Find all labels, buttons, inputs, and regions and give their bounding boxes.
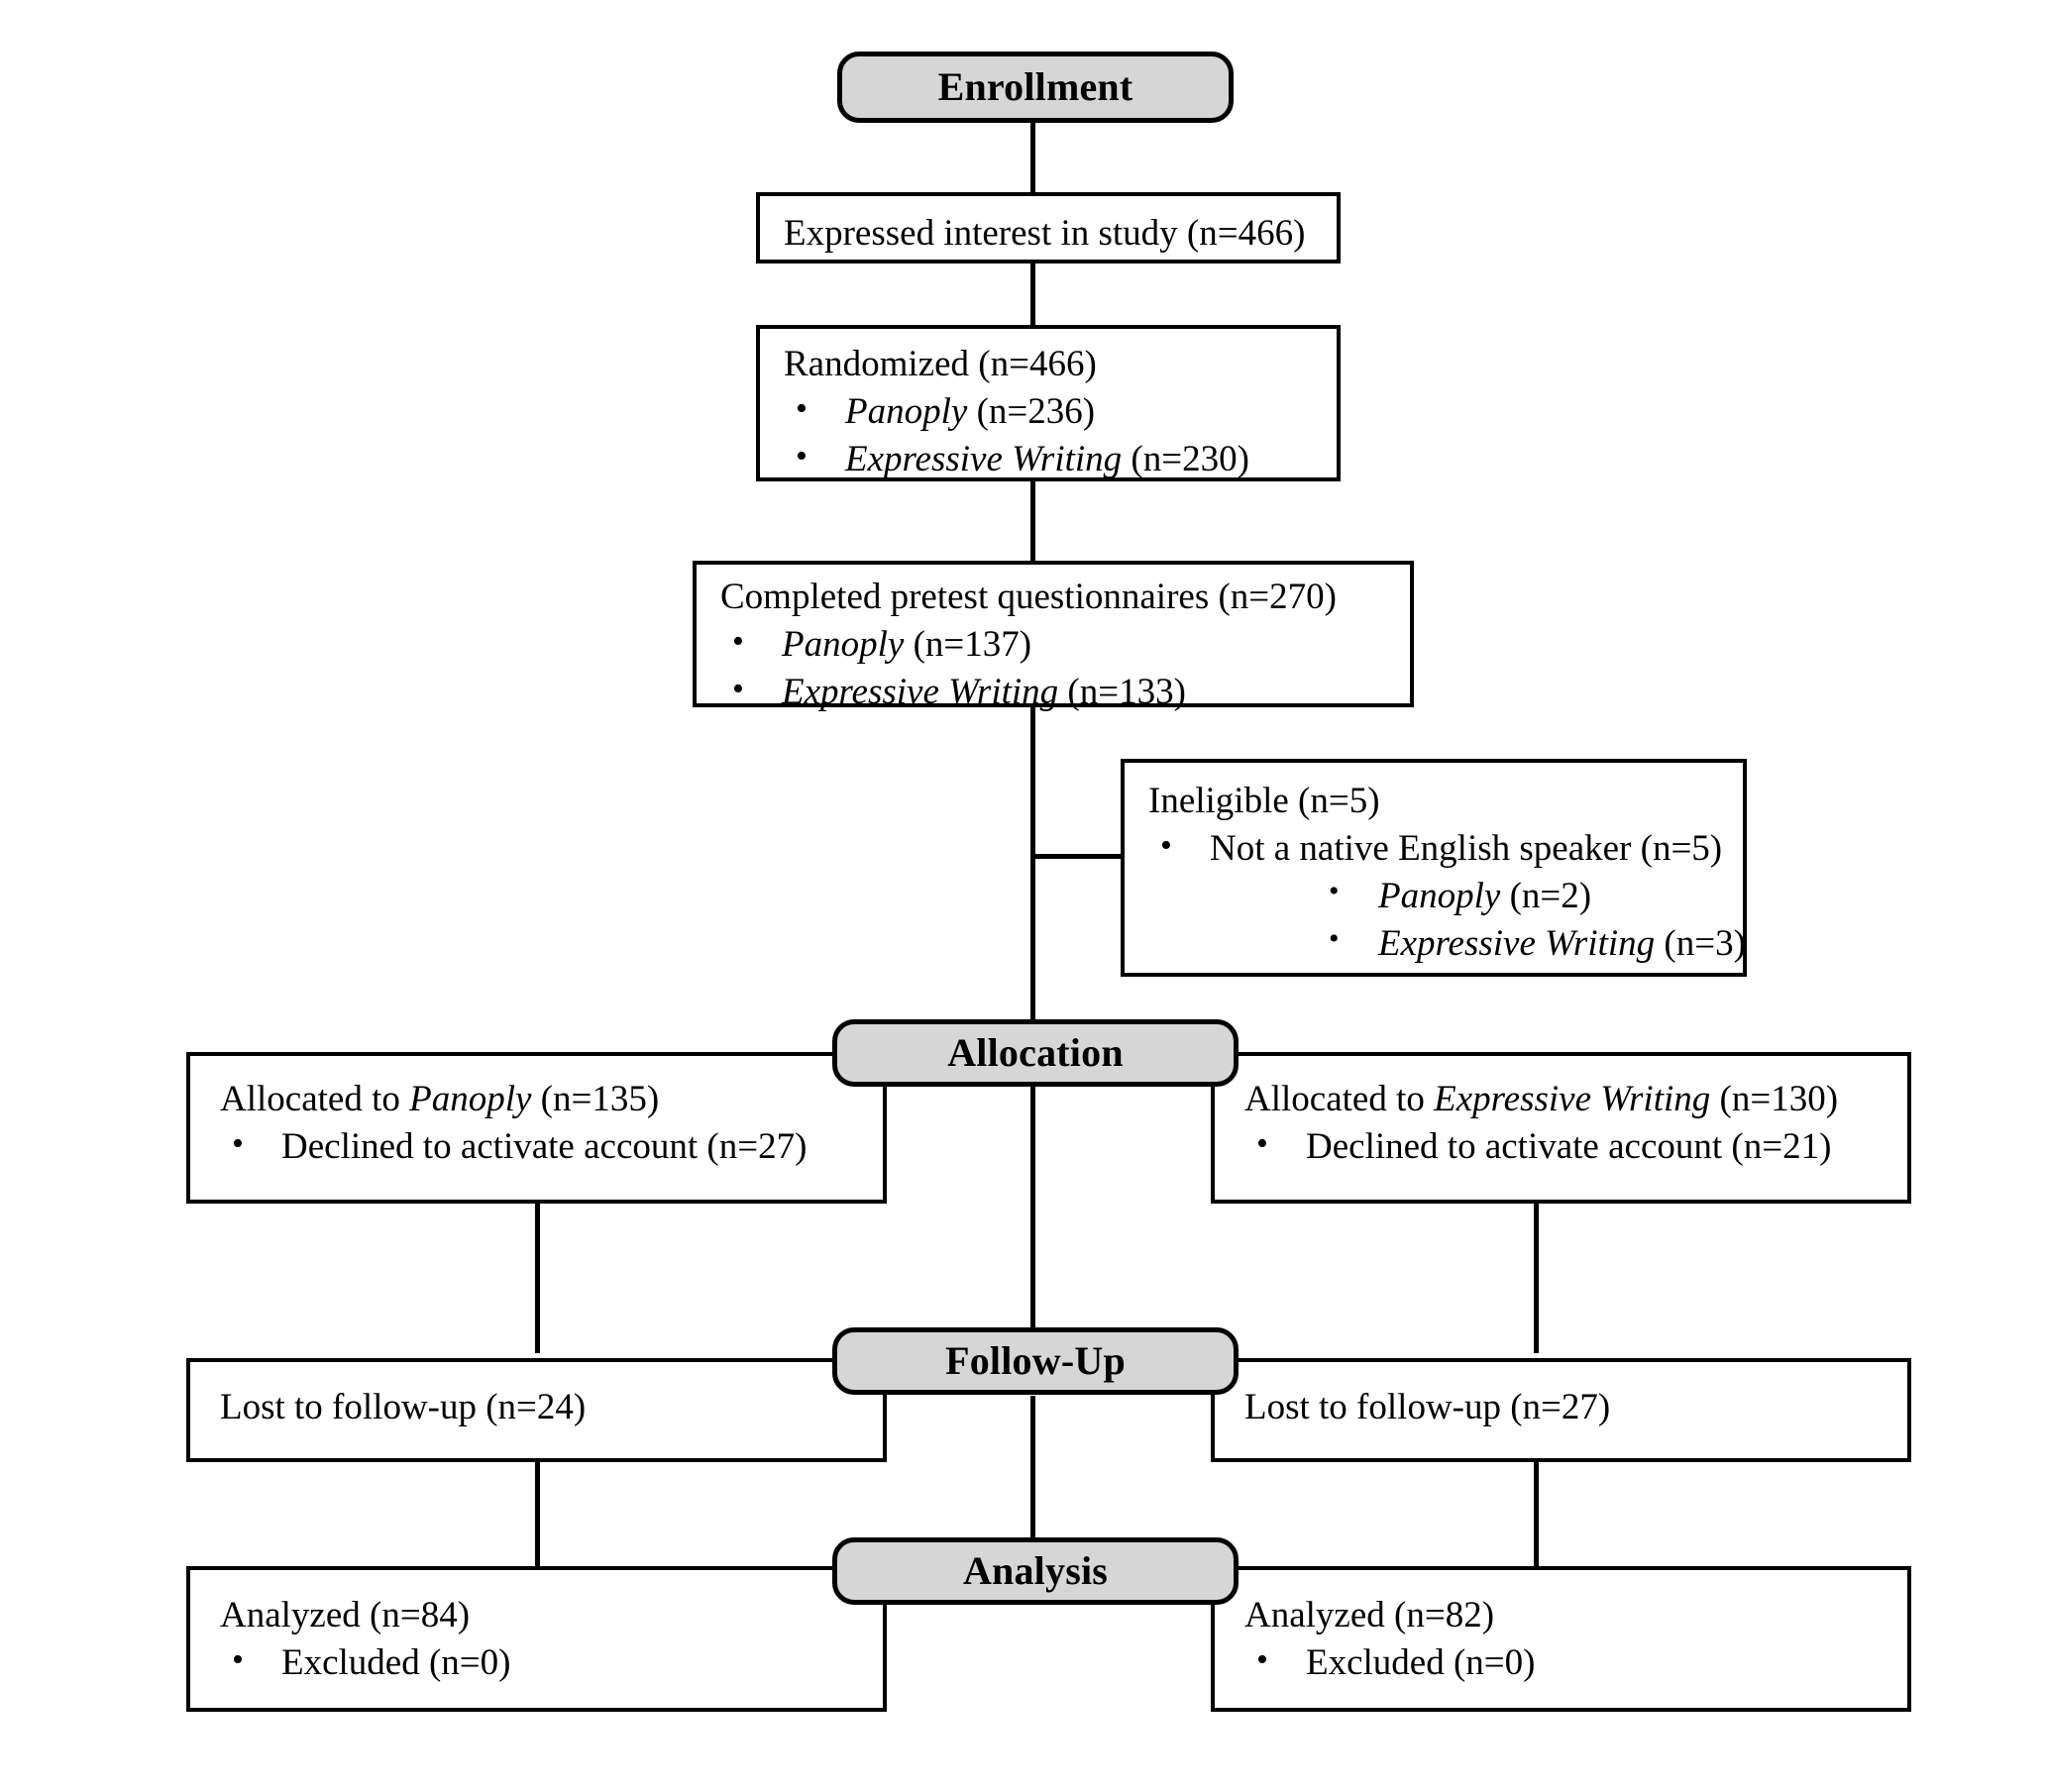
node-completed-pretest-bullet-2: Expressive Writing (n=133) xyxy=(720,668,1337,716)
node-analyzed-panoply-bullet-1: Excluded (n=0) xyxy=(220,1638,511,1687)
lead-pre: Allocated to xyxy=(220,1079,410,1119)
bullet-italic: Panoply xyxy=(1378,876,1501,917)
node-randomized-bullet-2: Expressive Writing (n=230) xyxy=(784,435,1249,483)
bullet-plain: Declined to activate account (n=27) xyxy=(281,1126,808,1168)
node-completed-pretest-lead: Completed pretest questionnaires (n=270) xyxy=(720,577,1337,617)
connector-left-followup-down xyxy=(535,1391,540,1567)
bullet-italic: Panoply xyxy=(845,391,968,433)
stage-header-allocation-label: Allocation xyxy=(947,1030,1124,1075)
node-lost-followup-expressive-writing-text: Lost to follow-up (n=27) xyxy=(1244,1384,1610,1431)
node-allocated-panoply-bullet-1: Declined to activate account (n=27) xyxy=(220,1122,808,1171)
node-lost-followup-panoply-text: Lost to follow-up (n=24) xyxy=(220,1384,586,1431)
connector-allocation-to-followup xyxy=(1030,1085,1035,1330)
node-allocated-expressive-writing-lead: Allocated to Expressive Writing (n=130) xyxy=(1244,1076,1838,1123)
bullet-plain: (n=133) xyxy=(1058,672,1186,713)
node-randomized-text: Randomized (n=466) Panoply (n=236) Expre… xyxy=(784,341,1249,483)
node-completed-pretest-text: Completed pretest questionnaires (n=270)… xyxy=(720,574,1337,716)
node-randomized: Randomized (n=466) Panoply (n=236) Expre… xyxy=(756,325,1341,481)
node-analyzed-panoply-lead: Analyzed (n=84) xyxy=(220,1595,471,1635)
connector-enrollment-to-interest xyxy=(1030,117,1035,201)
connector-followup-to-analysis xyxy=(1030,1396,1035,1539)
node-lost-followup-panoply-lead: Lost to follow-up (n=24) xyxy=(220,1387,587,1427)
node-ineligible-subbullet-1: Panoply (n=2) xyxy=(1148,872,1746,920)
connector-right-allocation-down xyxy=(1534,1080,1539,1353)
node-expressed-interest-lead: Expressed interest in study (n=466) xyxy=(784,213,1306,254)
node-ineligible-bullet-1: Not a native English speaker (n=5) xyxy=(1148,824,1746,873)
bullet-plain: (n=137) xyxy=(904,624,1032,666)
bullet-plain: Excluded (n=0) xyxy=(1306,1642,1536,1684)
node-lost-followup-panoply: Lost to follow-up (n=24) xyxy=(186,1358,887,1462)
connector-pretest-to-allocation xyxy=(1030,705,1035,1022)
node-expressed-interest-text: Expressed interest in study (n=466) xyxy=(784,210,1305,258)
node-expressed-interest: Expressed interest in study (n=466) xyxy=(756,192,1341,264)
bullet-plain: (n=3) xyxy=(1655,923,1746,965)
node-allocated-panoply: Allocated to Panoply (n=135) Declined to… xyxy=(186,1052,887,1204)
stage-header-allocation: Allocation xyxy=(832,1019,1239,1087)
lead-italic: Panoply xyxy=(409,1079,532,1119)
node-ineligible-text: Ineligible (n=5) Not a native English sp… xyxy=(1148,778,1746,968)
node-allocated-expressive-writing-bullet-1: Declined to activate account (n=21) xyxy=(1244,1122,1838,1171)
node-completed-pretest-bullet-1: Panoply (n=137) xyxy=(720,620,1337,669)
connector-right-followup-down xyxy=(1534,1391,1539,1567)
stage-header-enrollment-label: Enrollment xyxy=(937,64,1133,109)
stage-header-analysis-label: Analysis xyxy=(962,1548,1109,1593)
node-ineligible-lead: Ineligible (n=5) xyxy=(1148,781,1380,821)
stage-header-analysis: Analysis xyxy=(832,1537,1239,1605)
node-analyzed-expressive-writing: Analyzed (n=82) Excluded (n=0) xyxy=(1211,1566,1911,1712)
node-analyzed-panoply: Analyzed (n=84) Excluded (n=0) xyxy=(186,1566,887,1712)
bullet-plain: (n=236) xyxy=(967,391,1096,433)
stage-header-enrollment: Enrollment xyxy=(837,52,1234,123)
connector-interest-to-randomized xyxy=(1030,241,1035,325)
lead-post: (n=130) xyxy=(1710,1079,1839,1119)
node-analyzed-expressive-writing-lead: Analyzed (n=82) xyxy=(1244,1595,1495,1635)
bullet-italic: Expressive Writing xyxy=(845,439,1123,480)
node-lost-followup-expressive-writing: Lost to follow-up (n=27) xyxy=(1211,1358,1911,1462)
node-randomized-bullet-1: Panoply (n=236) xyxy=(784,387,1249,436)
bullet-italic: Expressive Writing xyxy=(1378,923,1656,965)
node-analyzed-panoply-text: Analyzed (n=84) Excluded (n=0) xyxy=(220,1592,511,1687)
connector-left-allocation-down xyxy=(535,1080,540,1353)
lead-pre: Allocated to xyxy=(1244,1079,1435,1119)
stage-header-follow-up-label: Follow-Up xyxy=(945,1338,1126,1383)
bullet-plain: Excluded (n=0) xyxy=(281,1642,511,1684)
node-allocated-expressive-writing-text: Allocated to Expressive Writing (n=130) … xyxy=(1244,1076,1838,1171)
connector-randomized-to-pretest xyxy=(1030,479,1035,563)
lead-post: (n=135) xyxy=(531,1079,660,1119)
bullet-italic: Panoply xyxy=(782,624,905,666)
connector-spine-to-ineligible xyxy=(1030,854,1122,859)
node-allocated-panoply-lead: Allocated to Panoply (n=135) xyxy=(220,1076,807,1123)
node-analyzed-expressive-writing-bullet-1: Excluded (n=0) xyxy=(1244,1638,1536,1687)
node-ineligible: Ineligible (n=5) Not a native English sp… xyxy=(1121,759,1747,977)
node-completed-pretest: Completed pretest questionnaires (n=270)… xyxy=(693,561,1414,712)
bullet-plain: Declined to activate account (n=21) xyxy=(1306,1126,1832,1168)
node-allocated-expressive-writing: Allocated to Expressive Writing (n=130) … xyxy=(1211,1052,1911,1204)
bullet-italic: Expressive Writing xyxy=(782,672,1059,713)
bullet-plain: (n=2) xyxy=(1500,876,1592,917)
node-allocated-panoply-text: Allocated to Panoply (n=135) Declined to… xyxy=(220,1076,807,1171)
node-analyzed-expressive-writing-text: Analyzed (n=82) Excluded (n=0) xyxy=(1244,1592,1536,1687)
node-randomized-lead: Randomized (n=466) xyxy=(784,344,1097,384)
node-ineligible-subbullet-2: Expressive Writing (n=3) xyxy=(1148,919,1746,968)
lead-italic: Expressive Writing xyxy=(1434,1079,1711,1119)
bullet-plain: Not a native English speaker (n=5) xyxy=(1210,828,1723,870)
bullet-plain: (n=230) xyxy=(1122,439,1249,480)
stage-header-follow-up: Follow-Up xyxy=(832,1327,1239,1395)
node-lost-followup-expressive-writing-lead: Lost to follow-up (n=27) xyxy=(1244,1387,1611,1427)
